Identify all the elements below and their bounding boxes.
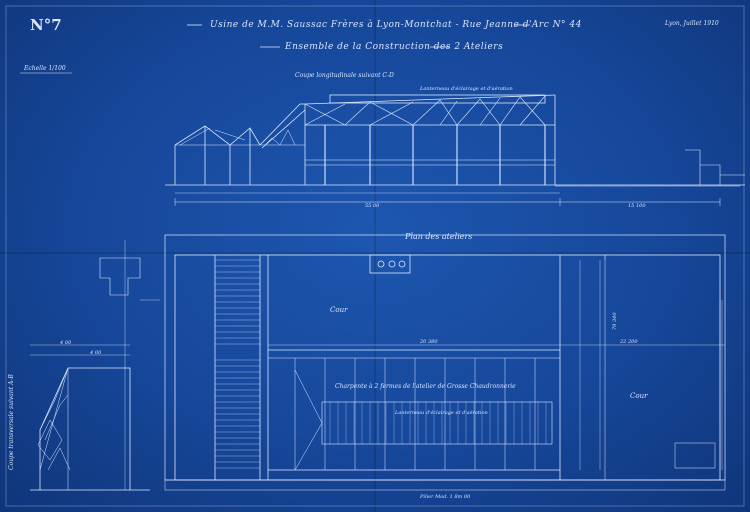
- dim-section-total: 55 00: [365, 203, 380, 209]
- cour-label-right: Cour: [630, 392, 648, 400]
- section-long-title: Coupe longitudinale suivant C-D: [295, 72, 394, 79]
- scale-label: Echelle 1/100: [24, 65, 66, 72]
- dim-section-right: 15 100: [628, 203, 646, 209]
- fold-line-vertical: [374, 0, 376, 512]
- charpente-label: Charpente à 2 fermes de l'atelier de Gro…: [335, 383, 516, 390]
- fold-line-horizontal: [0, 252, 750, 254]
- sheet-subtitle: Ensemble de la Construction des 2 Atelie…: [285, 42, 504, 52]
- dim-plan-height: 79 340: [612, 312, 618, 331]
- dim-plan-right: 22 200: [620, 339, 638, 345]
- sheet-date: Lyon, Juillet 1910: [665, 20, 719, 27]
- dim-plan-span: 20 380: [420, 339, 438, 345]
- dim-left-2: 4 00: [90, 350, 102, 356]
- lanterneau-plan-label: Lanterneau d'éclairage et d'aération: [395, 410, 488, 416]
- lanterneau-section-label: Lanterneau d'éclairage et d'aération: [420, 86, 513, 92]
- sheet-title: Usine de M.M. Saussac Frères à Lyon-Mont…: [210, 20, 582, 30]
- bottom-note: Pilier Mod. 1 8m 00: [420, 494, 471, 500]
- plan-title: Plan des ateliers: [405, 232, 473, 241]
- sheet-number: N°7: [30, 16, 62, 34]
- cour-label: Cour: [330, 306, 348, 314]
- coupe-transversale-label: Coupe transversale suivant A-B: [8, 374, 15, 470]
- dim-left-1: 4 00: [60, 340, 72, 346]
